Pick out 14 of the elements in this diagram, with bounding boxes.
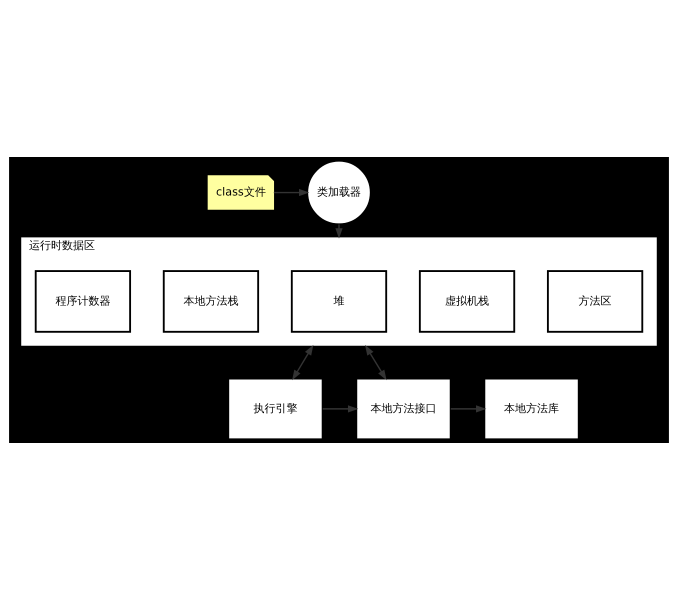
node-box: 本地方法库 (483, 377, 580, 440)
node-box: 方法区 (546, 270, 644, 332)
node-box: 本地方法栈 (162, 270, 260, 332)
node-box: 执行引擎 (227, 377, 324, 440)
node-box: 虚拟机栈 (418, 270, 516, 332)
arrow (365, 344, 387, 380)
arrow (322, 404, 358, 412)
node-circle: 类加载器 (306, 159, 372, 225)
arrow (274, 188, 310, 196)
arrow (292, 344, 314, 380)
node-box: 本地方法接口 (355, 377, 452, 440)
node-box: 程序计数器 (34, 270, 132, 332)
arrow (450, 404, 486, 412)
node-box: 堆 (290, 270, 388, 332)
